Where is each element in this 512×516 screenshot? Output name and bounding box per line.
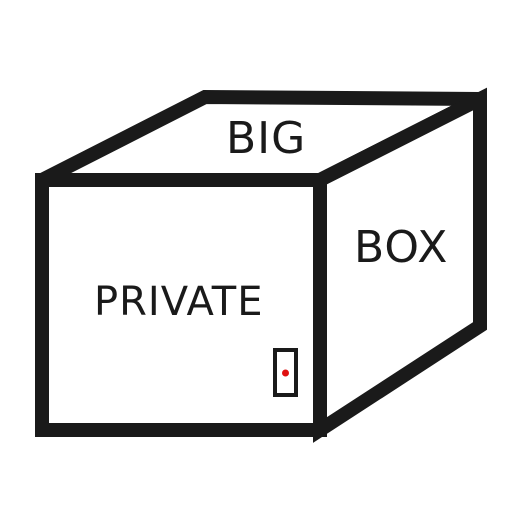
side-label: BOX — [354, 222, 449, 273]
top-label: BIG — [226, 113, 307, 164]
cube-front-face — [35, 173, 327, 437]
lock-dot — [282, 369, 289, 377]
front-label: PRIVATE — [94, 279, 264, 325]
lock-slot-icon — [273, 348, 298, 397]
